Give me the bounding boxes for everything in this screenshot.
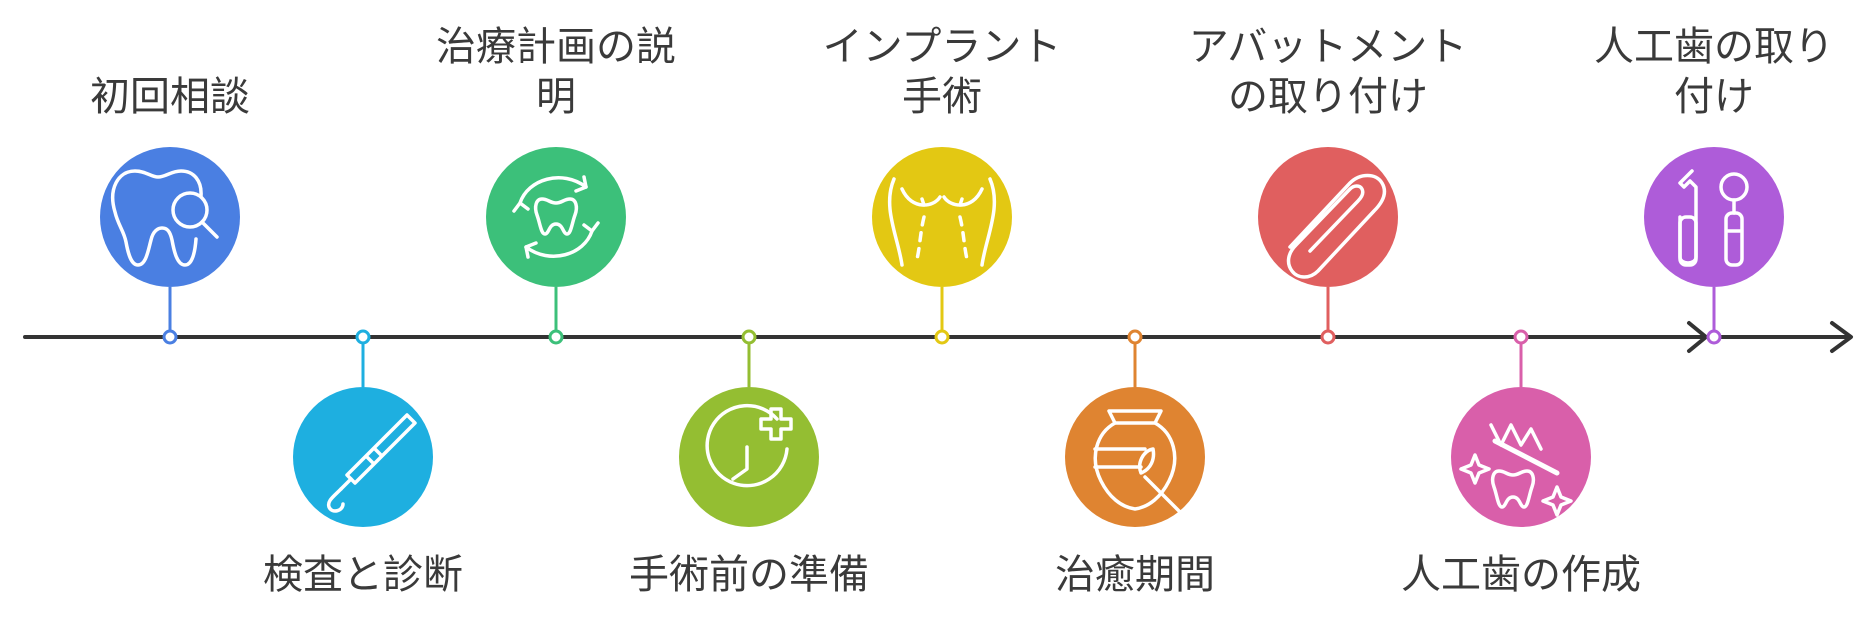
timeline-marker (1127, 329, 1143, 345)
step-label: 初回相談 (90, 74, 250, 120)
step-circle (679, 387, 819, 527)
timeline-marker (1320, 329, 1336, 345)
toothbrush-sparkle-icon (1459, 423, 1573, 517)
timeline-marker (934, 329, 950, 345)
timeline-marker (741, 329, 757, 345)
timeline-step (1258, 147, 1398, 345)
dental-probe-icon (326, 413, 417, 513)
timeline-marker (162, 329, 178, 345)
step-circle (486, 147, 626, 287)
timeline-marker (548, 329, 564, 345)
timeline-marker (355, 329, 371, 345)
timeline-step (872, 147, 1012, 345)
timeline-step (679, 329, 819, 527)
timeline-marker (1513, 329, 1529, 345)
tooth-search-icon (111, 169, 219, 267)
torso-incision-icon (887, 177, 997, 267)
timeline-marker (1706, 329, 1722, 345)
step-label: 人工歯の作成 (1401, 552, 1641, 598)
timeline-axis-arrow-end (1830, 321, 1853, 353)
step-circle (1065, 387, 1205, 527)
timeline-step (1065, 329, 1205, 527)
timeline-step (1644, 147, 1784, 345)
step-circle (1644, 147, 1784, 287)
timeline-step (1451, 329, 1591, 527)
timeline-step (293, 329, 433, 527)
step-circle (1258, 147, 1398, 287)
step-label: 治療計画の説 明 (436, 24, 676, 120)
timeline-axis-arrow-mid (1687, 321, 1708, 353)
clock-plus-icon (705, 403, 793, 488)
step-circle (100, 147, 240, 287)
step-label: インプラント 手術 (822, 24, 1062, 120)
timeline-step (486, 147, 626, 345)
vase-brush-icon (1093, 409, 1181, 513)
step-label: 手術前の準備 (629, 552, 869, 598)
step-label: 検査と診断 (263, 552, 463, 598)
step-label: 人工歯の取り 付け (1594, 24, 1834, 120)
timeline-step (100, 147, 240, 345)
step-label: 治癒期間 (1055, 552, 1215, 598)
step-circle (872, 147, 1012, 287)
dental-mirror-icon (1678, 169, 1749, 267)
step-label: アバットメント の取り付け (1188, 24, 1468, 120)
paperclip-icon (1286, 173, 1387, 279)
tooth-cycle-icon (512, 175, 600, 259)
